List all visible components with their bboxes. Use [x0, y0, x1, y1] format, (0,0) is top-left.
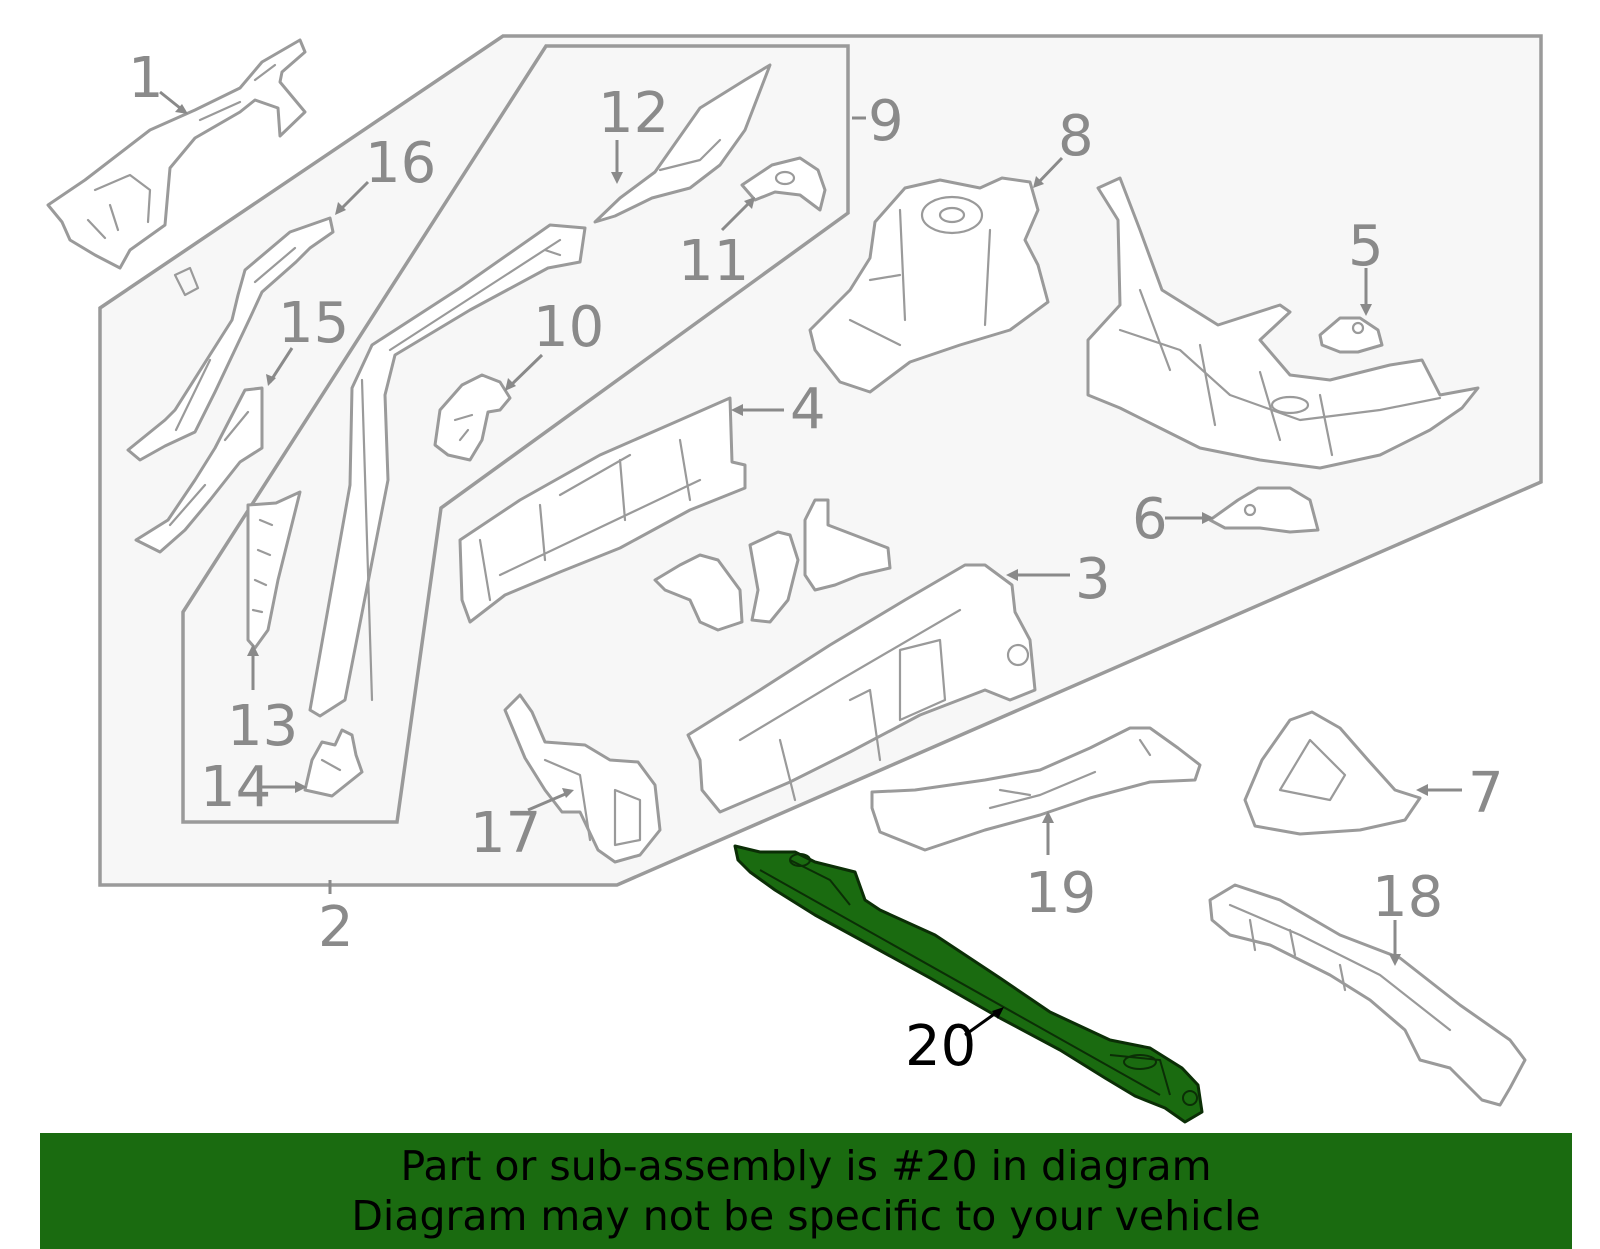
callout-17: 17	[470, 801, 541, 866]
callout-16: 16	[365, 131, 436, 196]
banner-line-1: Part or sub-assembly is #20 in diagram	[400, 1142, 1212, 1190]
front-structure[interactable]	[1086, 176, 1480, 470]
part-20-highlighted[interactable]	[733, 844, 1204, 1124]
callout-18: 18	[1372, 865, 1443, 930]
callout-20: 20	[905, 1014, 976, 1079]
part-20-shape[interactable]	[733, 844, 1204, 1124]
callout-15: 15	[278, 291, 349, 356]
leader-lines	[159, 90, 1462, 1037]
part-15[interactable]	[134, 386, 264, 554]
bracket-group[interactable]	[653, 498, 892, 632]
part-12[interactable]	[593, 63, 772, 224]
upper-rail[interactable]	[308, 223, 587, 718]
part-18[interactable]	[1208, 883, 1527, 1107]
callout-6: 6	[1132, 487, 1168, 552]
part-11[interactable]	[740, 156, 827, 212]
callout-5: 5	[1348, 214, 1384, 279]
callout-10: 10	[533, 295, 604, 360]
part-14[interactable]	[303, 728, 364, 798]
callout-11: 11	[678, 229, 749, 294]
callout-14: 14	[200, 755, 271, 820]
info-banner: Part or sub-assembly is #20 in diagram D…	[40, 1133, 1572, 1249]
part-7[interactable]	[1243, 710, 1422, 836]
callout-9: 9	[868, 89, 904, 154]
part-6[interactable]	[1208, 486, 1320, 534]
callout-12: 12	[598, 81, 669, 146]
part-1[interactable]	[46, 38, 307, 270]
part-4[interactable]	[458, 396, 747, 624]
callout-7: 7	[1468, 761, 1504, 826]
callout-4: 4	[790, 377, 826, 442]
part-3[interactable]	[686, 563, 1037, 814]
part-17[interactable]	[503, 693, 662, 864]
part-10[interactable]	[433, 373, 512, 462]
callout-labels: 1 16 15 13 14 10 12 11 9 8 5 4 6 3 7 19 …	[128, 46, 1504, 1079]
callout-8: 8	[1058, 104, 1094, 169]
part-8[interactable]	[808, 176, 1050, 394]
part-16[interactable]	[126, 216, 335, 462]
callout-13: 13	[227, 694, 298, 759]
part-13[interactable]	[246, 490, 302, 650]
arrowheads	[175, 104, 1428, 966]
banner-line-2: Diagram may not be specific to your vehi…	[351, 1192, 1261, 1240]
callout-3: 3	[1075, 547, 1111, 612]
callout-2: 2	[318, 895, 354, 960]
part-5[interactable]	[1318, 316, 1384, 354]
part-19[interactable]	[870, 726, 1202, 852]
callout-1: 1	[128, 46, 164, 111]
arrowhead-20	[992, 1007, 1004, 1019]
callout-19: 19	[1025, 861, 1096, 926]
